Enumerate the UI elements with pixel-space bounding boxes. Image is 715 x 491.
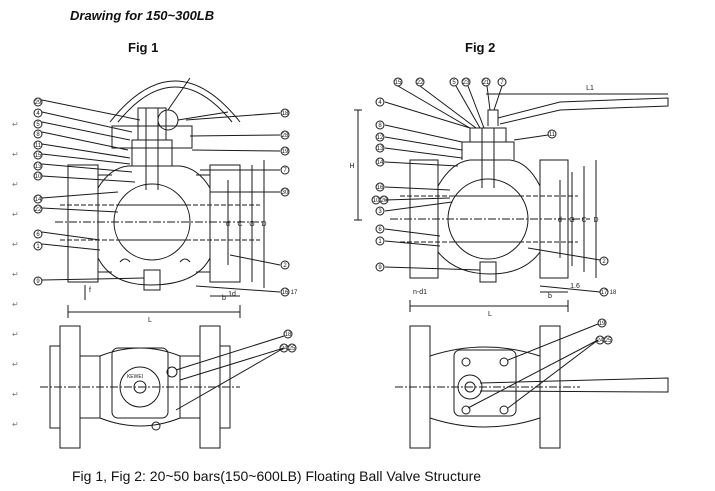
fig1-callout-30: 30: [282, 190, 289, 196]
paragraph-mark-icon: ↵: [12, 270, 19, 279]
fig1-top-view: [40, 325, 297, 449]
fig2-callout-13: 13: [377, 146, 384, 152]
topview1-callout-25: 25: [289, 346, 296, 352]
paragraph-mark-icon: ↵: [12, 330, 19, 339]
fig1-callout-5: 5: [36, 122, 40, 128]
fig2-callout-22: 22: [417, 80, 424, 86]
fig1-callout-22: 22: [35, 207, 42, 213]
caption: Fig 1, Fig 2: 20~50 bars(150~600LB) Floa…: [72, 468, 482, 484]
fig2-dim-3: G: [569, 217, 574, 224]
fig2-callout-21: 21: [483, 80, 490, 86]
fig1-dim-6: f: [89, 287, 91, 294]
fig1-callout-4: 4: [36, 111, 40, 117]
fig2-side-view: [354, 77, 669, 312]
fig2-callout-6: 6: [378, 227, 382, 233]
fig2-top-view: [395, 318, 669, 449]
fig2-callout-20: 20: [381, 198, 388, 204]
fig1-dim-7: 1d: [228, 291, 236, 298]
fig1-callout-1: 1: [36, 244, 40, 250]
fig2-dim-4: C: [581, 217, 586, 224]
paragraph-mark-icon: ↵: [12, 420, 19, 429]
paragraph-mark-icon: ↵: [12, 180, 19, 189]
fig1-callout-18: 18: [282, 111, 289, 117]
fig1-label: Fig 1: [128, 40, 159, 55]
fig1-side-view: [33, 77, 290, 318]
fig1-callout-15: 15: [35, 153, 42, 159]
fig2-callout-15: 15: [395, 80, 402, 86]
fig2-callout-5: 5: [452, 80, 456, 86]
fig1-dim-1: C: [237, 221, 242, 228]
paragraph-mark-icon: ↵: [12, 390, 19, 399]
drawing-title: Drawing for 150~300LB: [70, 8, 215, 23]
fig1-callout-2: 2: [283, 263, 287, 269]
fig1-callout-19: 19: [282, 149, 289, 155]
paragraph-mark-icon: ↵: [12, 120, 19, 129]
paragraph-mark-icon: ↵: [12, 300, 19, 309]
fig1-callout-6: 6: [36, 232, 40, 238]
fig2-callout-18: 18: [610, 290, 617, 296]
topview1-callout-24: 24: [281, 346, 288, 352]
fig1-callout-9: 9: [36, 279, 40, 285]
fig1-callout-14: 14: [35, 197, 42, 203]
brand-mark-text: KEWEI: [127, 374, 143, 380]
fig2-callout-2: 2: [602, 259, 606, 265]
fig2-dim-5: D: [593, 217, 598, 224]
fig2-callout-11: 11: [549, 132, 556, 138]
fig2-callout-7: 7: [500, 80, 504, 86]
fig2-dim-6: b: [548, 293, 552, 300]
fig1-callout-16: 16: [282, 290, 289, 296]
fig2-dim-1: H: [349, 163, 354, 170]
paragraph-mark-icon: ↵: [12, 210, 19, 219]
fig1-callout-13: 13: [35, 164, 42, 170]
topview1-callout-18: 18: [285, 332, 292, 338]
fig1-dim-3: D: [261, 221, 266, 228]
topview2-callout-25: 25: [605, 338, 612, 344]
fig2-dim-0: L1: [586, 85, 594, 92]
fig2-callout-9: 9: [378, 265, 382, 271]
paragraph-mark-icon: ↵: [12, 150, 19, 159]
fig2-callout-12: 12: [377, 135, 384, 141]
paragraph-mark-icon: ↵: [12, 240, 19, 249]
paragraph-mark-icon: ↵: [12, 360, 19, 369]
fig1-callout-8: 8: [36, 132, 40, 138]
fig2-callout-14: 14: [377, 160, 384, 166]
fig2-callout-10: 10: [373, 198, 380, 204]
fig1-dim-2: G: [249, 221, 254, 228]
fig1-callout-17: 17: [291, 290, 298, 296]
fig1-callout-29: 29: [35, 100, 42, 106]
fig1-callout-7: 7: [283, 168, 287, 174]
fig1-callout-10: 10: [35, 174, 42, 180]
fig2-callout-16: 16: [377, 185, 384, 191]
fig2-dim-2: d: [558, 217, 562, 224]
fig1-dim-5: L: [148, 317, 152, 324]
fig2-callout-8: 8: [378, 123, 382, 129]
topview2-callout-19: 19: [599, 321, 606, 327]
fig1-dim-0: d: [226, 221, 230, 228]
topview2-callout-24: 24: [597, 338, 604, 344]
fig1-dim-4: b: [222, 295, 226, 302]
fig2-dim-9: n-d1: [413, 289, 427, 296]
fig2-dim-7: 1.6: [570, 283, 580, 290]
fig2-dim-8: L: [488, 311, 492, 318]
fig2-label: Fig 2: [465, 40, 496, 55]
fig2-callout-17: 17: [601, 290, 608, 296]
fig2-callout-1: 1: [378, 239, 382, 245]
fig2-callout-23: 23: [463, 80, 470, 86]
fig2-callout-4: 4: [378, 100, 382, 106]
fig1-callout-11: 11: [35, 143, 42, 149]
fig1-callout-28: 28: [282, 133, 289, 139]
fig2-callout-3: 3: [378, 209, 382, 215]
